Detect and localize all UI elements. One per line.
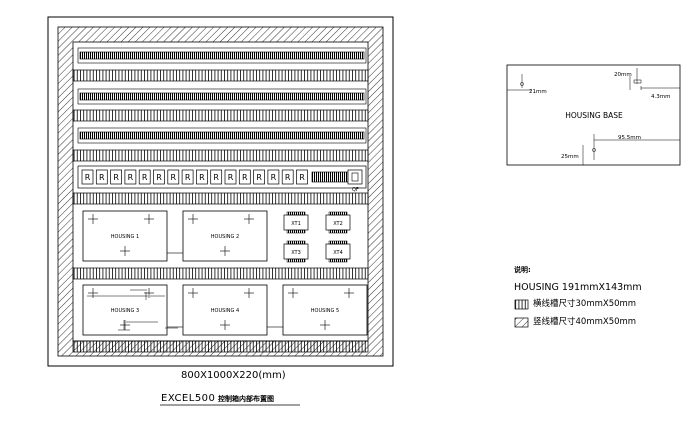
relay: R xyxy=(224,169,237,185)
mounting-hole-crosshair xyxy=(120,246,130,256)
housing-3: HOUSING 3 xyxy=(82,284,168,336)
cabinet-size-label: 800X1000X220(mm) xyxy=(181,370,286,381)
horizontal-duct-6 xyxy=(72,340,369,353)
terminal-block-xt1: XT1 xyxy=(283,211,309,234)
relay-label: R xyxy=(213,173,219,182)
horizontal-duct-3 xyxy=(72,149,369,162)
dim-top: 20mm xyxy=(614,72,632,78)
mounting-hole-crosshair xyxy=(88,288,98,298)
housing-3-dimensions xyxy=(87,289,178,331)
mounting-hole-crosshair xyxy=(188,288,198,298)
horizontal-duct-4 xyxy=(72,192,369,205)
relay-label: R xyxy=(185,173,191,182)
diagonal-duct-swatch xyxy=(514,317,529,328)
drawing-title-model: EXCEL500 xyxy=(161,393,216,404)
housing-2-label: HOUSING 2 xyxy=(211,234,239,240)
relay: R xyxy=(81,169,94,185)
terminal-label: XT4 xyxy=(333,250,343,256)
relay: R xyxy=(138,169,151,185)
dim-right: 4.3mm xyxy=(651,94,670,100)
housing-base-detail: HOUSING BASE 20mm 21mm 4.3mm 95.5mm 25mm xyxy=(506,64,681,166)
mounting-hole-crosshair xyxy=(244,288,254,298)
relay: R xyxy=(253,169,265,185)
dim-left: 21mm xyxy=(529,89,547,95)
dim-span: 95.5mm xyxy=(618,135,641,141)
legend-housing-size: HOUSING 191mmX143mm xyxy=(514,282,642,293)
relay-label: R xyxy=(128,173,134,182)
terminal-rail-2 xyxy=(77,88,367,105)
legend-vertical-duct: 横线槽尺寸30mmX50mm xyxy=(533,299,637,309)
mounting-hole-crosshair xyxy=(144,288,154,298)
relay: R xyxy=(281,169,294,185)
relay: R xyxy=(95,169,108,185)
relay: R xyxy=(110,169,122,185)
mounting-hole-crosshair xyxy=(220,246,230,256)
relay-label: R xyxy=(142,173,148,182)
relay: R xyxy=(153,169,165,185)
relay-label: R xyxy=(99,173,105,182)
terminal-rail-1 xyxy=(77,47,367,64)
terminal-block-xt3: XT3 xyxy=(283,240,309,263)
housing-1-label: HOUSING 1 xyxy=(111,234,139,240)
mounting-hole-crosshair xyxy=(288,288,298,298)
horizontal-duct-2 xyxy=(72,109,369,122)
legend-heading: 说明: xyxy=(514,266,531,274)
mounting-hole-crosshair xyxy=(220,320,230,330)
relay: R xyxy=(267,169,280,185)
relay: R xyxy=(124,169,137,185)
horizontal-duct-5 xyxy=(72,267,369,280)
housing-4-label: HOUSING 4 xyxy=(211,308,239,314)
qf-breaker xyxy=(347,169,363,185)
relay-label: R xyxy=(156,173,162,182)
terminal-block-xt4: XT4 xyxy=(325,240,351,263)
mounting-hole-crosshair xyxy=(344,288,354,298)
relay: R xyxy=(238,169,251,185)
mounting-points xyxy=(88,214,354,330)
mounting-hole-crosshair xyxy=(188,214,198,224)
relay-label: R xyxy=(271,173,277,182)
cabinet-outline xyxy=(47,16,394,367)
relay: R xyxy=(210,169,223,185)
relay-label: R xyxy=(256,173,262,182)
relay-terminal-block xyxy=(311,171,349,183)
vertical-duct-swatch xyxy=(514,299,529,310)
relay: R xyxy=(196,169,208,185)
relay-label: R xyxy=(285,173,291,182)
relay-label: R xyxy=(85,173,91,182)
mounting-hole-crosshair xyxy=(144,214,154,224)
terminal-block-xt2: XT2 xyxy=(325,211,351,234)
qf-label: QF xyxy=(352,187,359,193)
horizontal-duct-1 xyxy=(72,69,369,82)
housing-5-label: HOUSING 5 xyxy=(311,308,339,314)
relay: R xyxy=(296,169,308,185)
terminal-rail-3 xyxy=(77,127,367,144)
relay: R xyxy=(167,169,180,185)
housing-base-title: HOUSING BASE xyxy=(565,111,623,120)
relay-label: R xyxy=(299,173,305,182)
drawing-title-cn: 控制箱内部布置图 xyxy=(218,395,274,403)
terminal-label: XT1 xyxy=(291,221,301,227)
dim-bottom: 25mm xyxy=(561,154,579,160)
terminal-label: XT3 xyxy=(291,250,301,256)
mounting-hole-crosshair xyxy=(120,320,130,330)
mounting-hole-crosshair xyxy=(88,214,98,224)
housing-base-dimension-lines xyxy=(507,68,680,165)
relay-label: R xyxy=(242,173,248,182)
relay-label: R xyxy=(171,173,177,182)
legend-diagonal-duct: 竖线槽尺寸40mmX50mm xyxy=(533,317,637,327)
relay-label: R xyxy=(113,173,119,182)
terminal-label: XT2 xyxy=(333,221,343,227)
relay: R xyxy=(181,169,194,185)
mounting-hole-crosshair xyxy=(320,320,330,330)
relay-label: R xyxy=(228,173,234,182)
relay-label: R xyxy=(199,173,205,182)
mounting-hole-crosshair xyxy=(244,214,254,224)
housing-3-label: HOUSING 3 xyxy=(111,308,139,314)
